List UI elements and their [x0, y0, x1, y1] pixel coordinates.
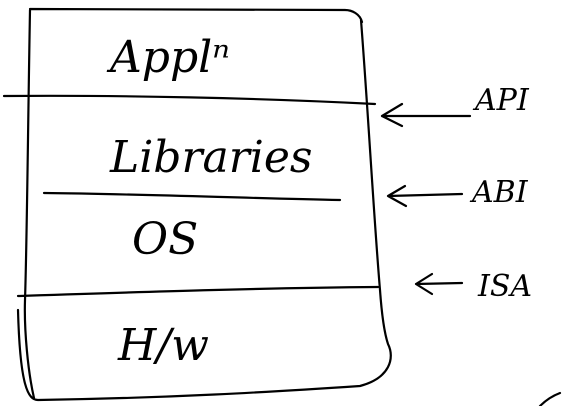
- stack-outline: [16, 7, 392, 402]
- arrow-isa: [414, 272, 464, 296]
- layer-label-os: OS: [132, 214, 198, 265]
- stray-pen-mark: [538, 391, 562, 406]
- arrow-api: [380, 102, 472, 128]
- interface-label-api: API: [472, 83, 530, 118]
- separator-appl-libraries: [2, 94, 377, 106]
- separator-os-hw: [16, 285, 380, 298]
- layer-label-hardware: H/w: [117, 320, 209, 371]
- arrow-abi: [386, 184, 464, 208]
- interface-label-abi: ABI: [469, 175, 529, 210]
- layer-label-libraries: Libraries: [109, 132, 312, 183]
- separator-libraries-os: [42, 191, 342, 202]
- interface-label-isa: ISA: [477, 269, 532, 304]
- layer-label-application: Applⁿ: [106, 32, 230, 83]
